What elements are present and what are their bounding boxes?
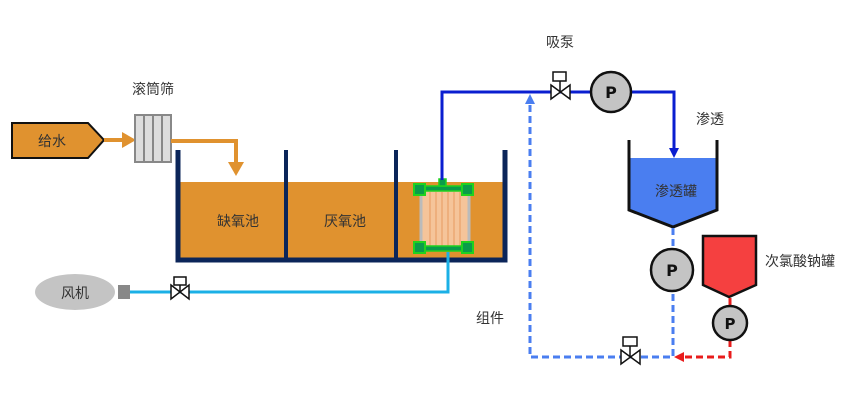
membrane-module [413, 178, 474, 254]
permeate-label: 渗透 [696, 112, 724, 128]
suction-pump[interactable]: P [589, 70, 633, 114]
chemical-dosing-pipe [684, 298, 732, 359]
suction-valve-icon[interactable] [550, 71, 571, 101]
air-pipe [130, 252, 450, 294]
svg-text:P: P [725, 315, 736, 333]
backwash-pipe [528, 104, 675, 359]
screen-outlet-pipe [171, 139, 238, 164]
feed-water-source: 给水 [11, 122, 106, 159]
drum-screen-label: 滚筒筛 [132, 81, 174, 98]
arrow-icon [525, 94, 535, 104]
permeate-pipe [440, 90, 676, 180]
air-valve-icon[interactable] [170, 276, 190, 301]
arrow-icon [669, 148, 679, 158]
hypochlorite-tank [701, 234, 758, 299]
arrow-icon [674, 352, 684, 362]
suction-pump-label: 吸泵 [546, 35, 574, 51]
arrow-icon [122, 132, 136, 148]
permeate-tank-label: 渗透罐 [655, 184, 697, 200]
svg-text:P: P [666, 261, 678, 280]
blower: 风机 [35, 274, 130, 310]
anaerobic-tank-label: 厌氧池 [324, 214, 366, 230]
feed-water-label: 给水 [38, 134, 66, 150]
dosing-pump[interactable]: P [711, 304, 749, 342]
blower-label: 风机 [61, 286, 89, 302]
drum-screen [134, 114, 172, 163]
arrow-icon [228, 162, 244, 176]
backwash-valve-icon[interactable] [620, 336, 641, 366]
backwash-pump[interactable]: P [649, 247, 695, 293]
anoxic-tank-label: 缺氧池 [217, 214, 259, 230]
svg-text:P: P [605, 83, 617, 102]
permeate-tank: 渗透罐 [627, 140, 719, 229]
module-label: 组件 [476, 311, 504, 327]
hypochlorite-tank-label: 次氯酸钠罐 [765, 254, 835, 270]
